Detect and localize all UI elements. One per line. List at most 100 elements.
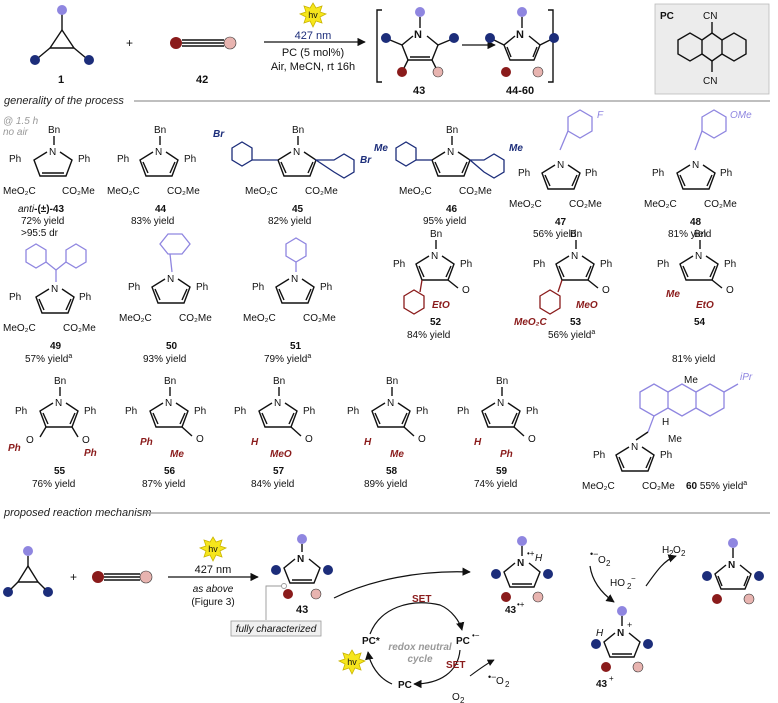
svg-text:56% yielda: 56% yielda xyxy=(548,329,595,341)
svg-text:Bn: Bn xyxy=(570,229,582,240)
svg-text:O: O xyxy=(462,285,470,296)
compound-59: Bn N Ph Ph H O Ph 59 74% yield xyxy=(457,376,538,490)
svg-text:MeO₂C: MeO₂C xyxy=(644,199,677,210)
svg-text:Ph: Ph xyxy=(724,259,736,270)
svg-text:81% yield: 81% yield xyxy=(668,229,711,240)
pyrrole-product-top: N 44-60 xyxy=(485,7,559,97)
svg-text:N: N xyxy=(728,560,735,571)
svg-text:H: H xyxy=(596,628,604,639)
compound-48: OMe N Ph Ph MeO₂C CO₂Me 48 81% yield xyxy=(644,109,752,240)
svg-text:N: N xyxy=(51,284,58,295)
svg-text:MeO₂C: MeO₂C xyxy=(509,199,542,210)
light-source-top: hv 427 nm PC (5 mol%) Air, MeCN, rt 16h xyxy=(264,2,366,73)
svg-text:Me: Me xyxy=(390,449,404,460)
svg-text:Ph: Ph xyxy=(518,168,530,179)
compound-58: Bn N Ph Ph H O Me 58 89% yield xyxy=(347,376,428,490)
mech-light: hv 427 nm as above (Figure 3) xyxy=(168,536,259,608)
svg-text:Ph: Ph xyxy=(460,259,472,270)
svg-text:54: 54 xyxy=(694,317,706,328)
svg-text:Ph: Ph xyxy=(500,449,513,460)
photoredox-cycle: SET PC* PC •− redox neutral cycle SET PC… xyxy=(333,567,510,703)
svg-text:Bn: Bn xyxy=(292,125,304,136)
svg-text:49: 49 xyxy=(50,341,62,352)
compound-50: N Ph Ph MeO₂C CO₂Me 50 93% yield xyxy=(119,233,212,365)
svg-text:MeO₂C: MeO₂C xyxy=(399,186,432,197)
svg-text:52: 52 xyxy=(430,317,442,328)
svg-text:82% yield: 82% yield xyxy=(268,216,311,227)
svg-text:2: 2 xyxy=(669,549,674,558)
svg-text:Ph: Ph xyxy=(9,292,21,303)
svg-text:Bn: Bn xyxy=(154,125,166,136)
svg-text:N: N xyxy=(447,147,454,158)
navy-substituent xyxy=(84,55,94,65)
svg-text:87% yield: 87% yield xyxy=(142,479,185,490)
svg-text:45: 45 xyxy=(292,204,304,215)
svg-text:CO₂Me: CO₂Me xyxy=(305,186,338,197)
svg-text:2: 2 xyxy=(627,582,632,591)
svg-text:PC: PC xyxy=(456,636,470,647)
svg-text:Ph: Ph xyxy=(9,154,21,165)
svg-text:N: N xyxy=(155,147,162,158)
svg-text:H: H xyxy=(364,437,372,448)
svg-text:Air, MeCN, rt 16h: Air, MeCN, rt 16h xyxy=(271,61,355,73)
svg-text:CO₂Me: CO₂Me xyxy=(167,186,200,197)
svg-text:fully characterized: fully characterized xyxy=(236,624,317,635)
svg-text:Br: Br xyxy=(360,155,372,166)
radical-cation-43: N •+ H 43 •+ xyxy=(491,536,553,616)
svg-text:PC*: PC* xyxy=(362,636,380,647)
svg-text:Ph: Ph xyxy=(720,168,732,179)
svg-text:59: 59 xyxy=(496,466,508,477)
svg-text:O: O xyxy=(602,285,610,296)
svg-text:•+: •+ xyxy=(527,549,535,558)
svg-text:N: N xyxy=(431,251,438,262)
svg-text:Ph: Ph xyxy=(660,450,672,461)
svg-text:Ph: Ph xyxy=(393,259,405,270)
svg-text:72% yield: 72% yield xyxy=(21,216,64,227)
svg-text:Ph: Ph xyxy=(140,437,153,448)
svg-text:O: O xyxy=(196,434,204,445)
photocatalyst-box: PC CN CN xyxy=(654,3,770,95)
svg-text:•−: •− xyxy=(590,549,598,559)
svg-text:Me: Me xyxy=(374,143,388,154)
svg-text:Ph: Ph xyxy=(303,406,315,417)
svg-text:Ph: Ph xyxy=(526,406,538,417)
svg-text:MeO₂C: MeO₂C xyxy=(514,317,547,328)
svg-text:2: 2 xyxy=(460,696,465,703)
svg-text:>95:5 dr: >95:5 dr xyxy=(21,228,59,239)
svg-text:44: 44 xyxy=(155,204,167,215)
svg-text:60 55% yielda: 60 55% yielda xyxy=(686,480,747,492)
svg-text:Ph: Ph xyxy=(593,450,605,461)
mech-aziridine xyxy=(3,546,53,597)
svg-text:Ph: Ph xyxy=(347,406,359,417)
svg-text:as above: as above xyxy=(193,584,234,595)
svg-text:HO: HO xyxy=(610,578,625,589)
svg-text:hv: hv xyxy=(208,544,218,554)
svg-text:SET: SET xyxy=(412,594,431,605)
svg-text:N: N xyxy=(291,274,298,285)
svg-text:76% yield: 76% yield xyxy=(32,479,75,490)
svg-text:CN: CN xyxy=(703,11,717,22)
svg-text:56% yield: 56% yield xyxy=(533,229,576,240)
svg-text:79% yielda: 79% yielda xyxy=(264,353,311,365)
svg-text:MeO₂C: MeO₂C xyxy=(245,186,278,197)
svg-text:46: 46 xyxy=(446,204,458,215)
compound-label-1: 1 xyxy=(58,74,64,86)
compound-label-44-60: 44-60 xyxy=(506,85,534,97)
svg-text:N: N xyxy=(695,251,702,262)
svg-text:redox neutral: redox neutral xyxy=(388,642,452,653)
svg-text:H: H xyxy=(535,553,543,564)
svg-text:(Figure 3): (Figure 3) xyxy=(191,597,234,608)
mech-intermediate-43: N 43 fully characterized xyxy=(230,534,333,637)
svg-text:N: N xyxy=(557,160,564,171)
svg-text:Ph: Ph xyxy=(652,168,664,179)
svg-text:O: O xyxy=(598,555,606,566)
svg-text:Bn: Bn xyxy=(273,376,285,387)
svg-text:84% yield: 84% yield xyxy=(407,330,450,341)
svg-text:Bn: Bn xyxy=(496,376,508,387)
compound-55: Bn N Ph Ph O O Ph Ph 55 76% yield xyxy=(8,376,97,490)
lavender-substituent xyxy=(57,5,67,15)
compound-60: iPr Me H Me N Ph Ph MeO₂C CO₂Me 60 60 55… xyxy=(582,372,753,492)
svg-text:Ph: Ph xyxy=(125,406,137,417)
svg-text:no air: no air xyxy=(3,127,29,138)
